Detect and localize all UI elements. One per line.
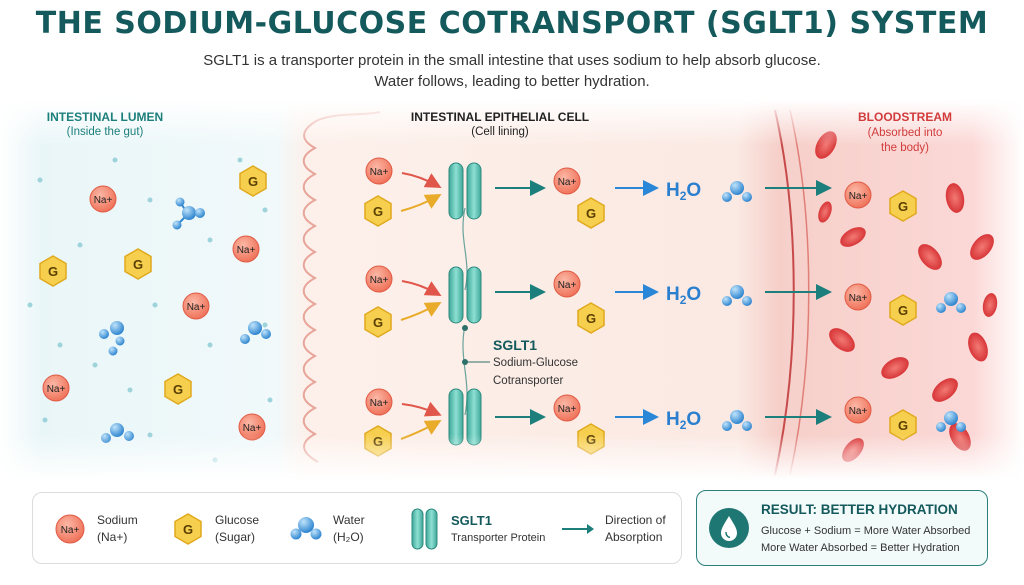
legend-water: Water (H₂O) xyxy=(289,493,365,565)
diagram-scene: Na+ Na+ Na+ Na+ Na+ G G G xyxy=(0,100,1024,480)
sodium-label: Na+ xyxy=(243,423,262,434)
svg-text:Na+: Na+ xyxy=(61,525,80,536)
legend-arrow: Direction of Absorption xyxy=(561,493,666,565)
sodium-label: Na+ xyxy=(558,177,577,188)
blood-sodium: Na+ xyxy=(844,181,872,209)
sodium-label: Na+ xyxy=(849,293,868,304)
lumen-glucose: G xyxy=(239,165,267,197)
glucose-label: G xyxy=(248,174,258,189)
blood-sodium: Na+ xyxy=(844,396,872,424)
background xyxy=(0,100,1024,480)
lumen-glucose: G xyxy=(39,255,67,287)
sodium-label: Na+ xyxy=(237,245,256,256)
legend-sodium-name: Sodium xyxy=(97,513,138,527)
sodium-label: Na+ xyxy=(558,404,577,415)
legend-sglt1-name: SGLT1 xyxy=(451,512,492,528)
result-line-1: Glucose + Sodium = More Water Absorbed xyxy=(761,525,971,537)
svg-text:G: G xyxy=(183,522,193,537)
cell-title: INTESTINAL EPITHELIAL CELL xyxy=(410,110,590,124)
cell-subtitle: (Cell lining) xyxy=(471,126,529,138)
glucose-label: G xyxy=(173,382,183,397)
sodium-label: Na+ xyxy=(849,406,868,417)
blood-subtitle-2: the body) xyxy=(881,142,929,154)
blood-region-label: BLOODSTREAM (Absorbed into the body) xyxy=(840,110,970,156)
glucose-label: G xyxy=(373,204,383,219)
subtitle-line-2: Water follows, leading to better hydrati… xyxy=(374,73,650,90)
result-line-2: More Water Absorbed = Better Hydration xyxy=(761,542,960,554)
absorption-diagram: Na+ Na+ Na+ Na+ Na+ G G G xyxy=(0,100,1024,480)
sglt1-callout-line2: Cotransporter xyxy=(493,375,564,387)
sodium-icon: Na+ xyxy=(55,514,85,544)
glucose-label: G xyxy=(133,257,143,272)
glucose-label: G xyxy=(586,311,596,326)
glucose-icon: G xyxy=(174,513,202,545)
chain-dot xyxy=(462,325,468,331)
sodium-label: Na+ xyxy=(849,191,868,202)
legend-sodium: Na+ Sodium (Na+) xyxy=(53,493,138,565)
page-title: THE SODIUM-GLUCOSE COTRANSPORT (SGLT1) S… xyxy=(35,6,989,41)
glucose-label: G xyxy=(373,315,383,330)
sodium-label: Na+ xyxy=(47,384,66,395)
sglt1-transporter-icon xyxy=(411,508,438,550)
sodium-label: Na+ xyxy=(370,275,389,286)
lumen-glucose: G xyxy=(164,373,192,405)
legend-water-detail: (H₂O) xyxy=(333,530,364,544)
result-box: RESULT: BETTER HYDRATION Glucose + Sodiu… xyxy=(696,490,988,566)
blood-glucose: G xyxy=(889,409,917,441)
lumen-subtitle: (Inside the gut) xyxy=(66,126,144,138)
lumen-sodium: Na+ xyxy=(182,292,210,320)
blood-glucose: G xyxy=(889,190,917,222)
lumen-glucose: G xyxy=(124,248,152,280)
glucose-label: G xyxy=(48,264,58,279)
blood-sodium: Na+ xyxy=(844,283,872,311)
lumen-sodium: Na+ xyxy=(232,235,260,263)
sodium-label: Na+ xyxy=(370,398,389,409)
lumen-sodium: Na+ xyxy=(89,185,117,213)
blood-glucose: G xyxy=(889,294,917,326)
legend-sglt1: SGLT1 Transporter Protein xyxy=(407,493,545,565)
lumen-sodium: Na+ xyxy=(238,413,266,441)
sglt1-callout: SGLT1 Sodium-Glucose Cotransporter xyxy=(493,337,578,389)
lumen-title: INTESTINAL LUMEN xyxy=(46,110,164,124)
sglt1-callout-title: SGLT1 xyxy=(493,337,538,353)
blood-subtitle-1: (Absorbed into xyxy=(867,127,943,139)
legend-arrow-line2: Absorption xyxy=(605,530,663,544)
legend-glucose-name: Glucose xyxy=(215,513,260,527)
legend-sglt1-detail: Transporter Protein xyxy=(451,531,546,544)
glucose-label: G xyxy=(898,303,908,318)
legend-glucose-detail: (Sugar) xyxy=(215,530,256,544)
legend-sodium-detail: (Na+) xyxy=(97,530,128,544)
legend-water-name: Water xyxy=(333,513,365,527)
water-drop-icon xyxy=(709,508,749,548)
legend-glucose: G Glucose (Sugar) xyxy=(171,493,259,565)
sodium-label: Na+ xyxy=(187,302,206,313)
cell-region-label: INTESTINAL EPITHELIAL CELL (Cell lining) xyxy=(410,110,590,138)
water-icon xyxy=(290,517,322,540)
sodium-label: Na+ xyxy=(558,280,577,291)
sodium-label: Na+ xyxy=(94,195,113,206)
direction-arrow-icon xyxy=(562,524,594,534)
glucose-label: G xyxy=(586,432,596,447)
glucose-label: G xyxy=(373,434,383,449)
glucose-label: G xyxy=(898,418,908,433)
legend-arrow-line1: Direction of xyxy=(605,513,666,527)
legend: Na+ Sodium (Na+) G Glucose (Sugar) Water… xyxy=(32,492,682,564)
lumen-region-label: INTESTINAL LUMEN (Inside the gut) xyxy=(35,110,175,138)
blood-title: BLOODSTREAM xyxy=(858,110,952,124)
sodium-label: Na+ xyxy=(370,167,389,178)
glucose-label: G xyxy=(586,206,596,221)
lumen-sodium: Na+ xyxy=(42,374,70,402)
subtitle-line-1: SGLT1 is a transporter protein in the sm… xyxy=(203,52,821,69)
sglt1-callout-line1: Sodium-Glucose xyxy=(493,357,579,369)
glucose-label: G xyxy=(898,199,908,214)
result-title: RESULT: BETTER HYDRATION xyxy=(761,502,958,517)
